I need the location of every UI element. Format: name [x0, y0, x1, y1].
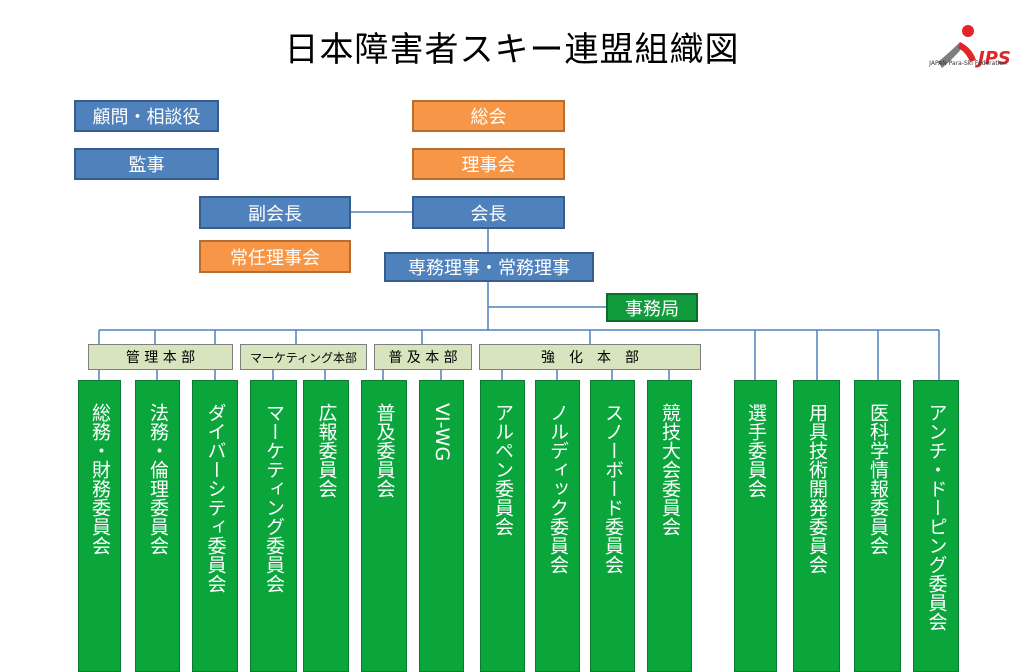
committee-promotion: 普及委員会	[361, 380, 407, 672]
committee-label: VI-WG	[431, 403, 453, 462]
general-assembly-box: 総会	[412, 100, 565, 132]
committee-nordic: ノルディック委員会	[535, 380, 580, 672]
strengthening-department: 強 化 本 部	[479, 344, 701, 370]
board-box: 理事会	[412, 148, 565, 180]
committee-public-relations: 広報委員会	[303, 380, 349, 672]
chart-title: 日本障害者スキー連盟組織図	[284, 30, 740, 70]
auditor-box: 監事	[74, 148, 219, 180]
committee-medical-science: 医科学情報委員会	[854, 380, 901, 672]
committee-label: 広報委員会	[315, 403, 338, 498]
committee-label: 普及委員会	[373, 403, 396, 498]
committee-label: アンチ・ドーピング委員会	[925, 403, 948, 631]
committee-marketing: マーケティング委員会	[250, 380, 297, 672]
committee-label: 用具技術開発委員会	[806, 403, 828, 574]
standing-board-box: 常任理事会	[199, 240, 351, 273]
committee-alpine: アルペン委員会	[480, 380, 525, 672]
marketing-department: マーケティング本部	[240, 344, 367, 370]
logo-subtitle: JAPAN Para-Ski Federation	[929, 60, 1007, 67]
logo-mark: JPS	[975, 48, 1011, 69]
committee-vi-wg: VI-WG	[419, 380, 464, 672]
committee-label: ノルディック委員会	[547, 403, 569, 574]
committee-label: 総務・財務委員会	[89, 403, 111, 555]
secretariat-box: 事務局	[606, 293, 698, 322]
committee-label: 医科学情報委員会	[867, 403, 889, 555]
committee-label: スノーボード委員会	[602, 403, 624, 574]
committee-legal-ethics: 法務・倫理委員会	[135, 380, 180, 672]
committee-competitions: 競技大会委員会	[647, 380, 692, 672]
committee-snowboard: スノーボード委員会	[590, 380, 635, 672]
committee-label: アルペン委員会	[492, 403, 514, 536]
committee-label: マーケティング委員会	[263, 403, 285, 593]
executive-directors-box: 専務理事・常務理事	[384, 252, 594, 282]
committee-label: ダイバーシティ委員会	[204, 403, 227, 593]
management-department: 管 理 本 部	[88, 344, 233, 370]
president-box: 会長	[412, 196, 565, 229]
committee-label: 選手委員会	[745, 403, 767, 498]
committee-general-finance: 総務・財務委員会	[78, 380, 121, 672]
committee-diversity: ダイバーシティ委員会	[192, 380, 238, 672]
committee-athletes: 選手委員会	[734, 380, 777, 672]
advisor-box: 顧問・相談役	[74, 100, 219, 132]
committee-label: 法務・倫理委員会	[147, 403, 169, 555]
vice-president-box: 副会長	[199, 196, 351, 229]
committee-equipment-tech: 用具技術開発委員会	[793, 380, 840, 672]
jps-logo: JPS	[930, 22, 1020, 78]
promotion-department: 普 及 本 部	[374, 344, 472, 370]
committee-label: 競技大会委員会	[659, 403, 681, 536]
committee-anti-doping: アンチ・ドーピング委員会	[913, 380, 959, 672]
